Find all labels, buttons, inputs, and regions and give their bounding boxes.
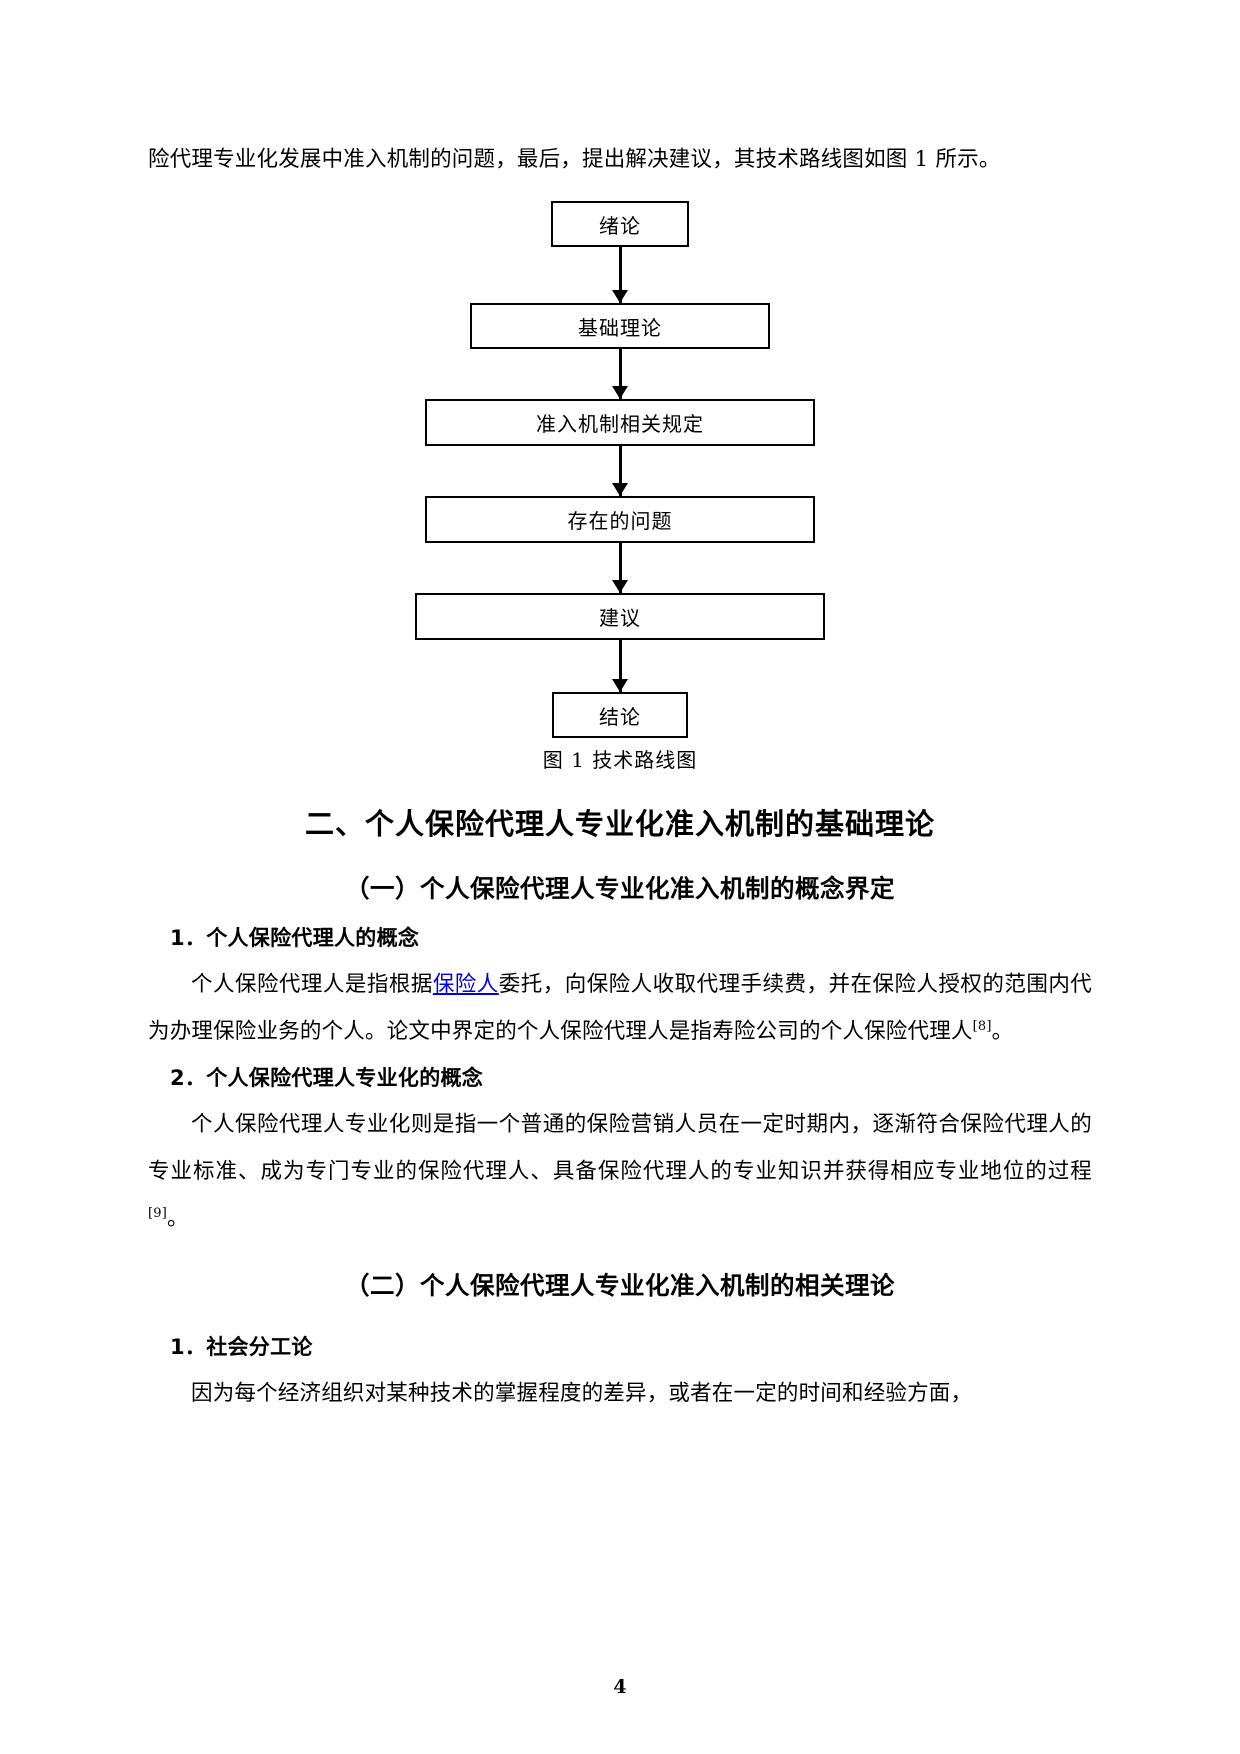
paragraph-text-part-1: 个人保险代理人是指根据 <box>191 972 433 997</box>
paragraph-text-part-2: 委托，向保险人收取代理手续费，并在保险人授权的范围内代为办理保险业务的个人。论文… <box>148 972 1093 1044</box>
flow-row-6: 结论 <box>148 692 1092 738</box>
flow-node-suggestions: 建议 <box>415 593 825 640</box>
paragraph-text-part-2: 。 <box>167 1206 189 1231</box>
chapter-heading: 二、个人保险代理人专业化准入机制的基础理论 <box>304 807 935 841</box>
flow-node-label: 绪论 <box>599 213 641 238</box>
flow-node-label: 结论 <box>599 704 641 729</box>
section-heading-one: （一）个人保险代理人专业化准入机制的概念界定 <box>345 874 895 903</box>
arrow-shaft <box>618 247 622 303</box>
flow-node-conclusion: 结论 <box>552 692 688 738</box>
flow-arrow-3 <box>148 446 1092 496</box>
arrow-head-icon <box>612 679 628 692</box>
arrow-shaft <box>618 349 622 399</box>
flow-row-2: 基础理论 <box>148 303 1092 349</box>
flow-node-existing-problems: 存在的问题 <box>425 496 815 543</box>
citation-marker-8: [8] <box>972 1018 992 1034</box>
arrow-head-icon <box>612 386 628 399</box>
flow-row-3: 准入机制相关规定 <box>148 399 1092 446</box>
flow-arrow-2 <box>148 349 1092 399</box>
flow-node-label: 基础理论 <box>578 315 662 340</box>
subsection-heading-2-1: 1．社会分工论 <box>170 1335 313 1359</box>
figure-caption: 图 1 技术路线图 <box>542 748 698 772</box>
flow-arrow-5 <box>148 640 1092 692</box>
paragraph-concept-agent: 个人保险代理人是指根据保险人委托，向保险人收取代理手续费，并在保险人授权的范围内… <box>148 961 1092 1055</box>
flow-node-access-regulations: 准入机制相关规定 <box>425 399 815 446</box>
paragraph-text-part-3: 。 <box>991 1019 1014 1044</box>
intro-paragraph: 险代理专业化发展中准入机制的问题，最后，提出解决建议，其技术路线图如图 1 所示… <box>148 147 1001 172</box>
citation-marker-9: [9] <box>148 1205 168 1221</box>
subsection-heading-1-1: 1．个人保险代理人的概念 <box>170 926 420 950</box>
flow-arrow-1 <box>148 247 1092 303</box>
flow-row-5: 建议 <box>148 593 1092 640</box>
flow-node-label: 建议 <box>599 606 641 630</box>
arrow-head-icon <box>612 580 628 593</box>
arrow-head-icon <box>612 483 628 496</box>
flow-arrow-4 <box>148 543 1092 593</box>
flow-node-label: 存在的问题 <box>567 509 673 533</box>
flow-row-1: 绪论 <box>148 201 1092 247</box>
paragraph-text-part-1: 个人保险代理人专业化则是指一个普通的保险营销人员在一定时期内，逐渐符合保险代理人… <box>148 1112 1092 1184</box>
page-content: 险代理专业化发展中准入机制的问题，最后，提出解决建议，其技术路线图如图 1 所示… <box>148 0 1092 1417</box>
flow-node-label: 准入机制相关规定 <box>536 412 704 436</box>
subsection-heading-1-2: 2．个人保险代理人专业化的概念 <box>170 1066 484 1090</box>
arrow-shaft <box>618 446 622 496</box>
flow-node-basic-theory: 基础理论 <box>470 303 770 349</box>
page-number: 4 <box>613 1676 627 1698</box>
arrow-shaft <box>618 640 622 692</box>
arrow-head-icon <box>612 290 628 303</box>
section-heading-two: （二）个人保险代理人专业化准入机制的相关理论 <box>345 1271 895 1300</box>
technical-roadmap-figure: 绪论 基础理论 准入机制相关规定 <box>148 183 1092 773</box>
flow-row-4: 存在的问题 <box>148 496 1092 543</box>
arrow-shaft <box>618 543 622 593</box>
paragraph-division-of-labor: 因为每个经济组织对某种技术的掌握程度的差异，或者在一定的时间和经验方面， <box>191 1381 973 1406</box>
paragraph-concept-professionalization: 个人保险代理人专业化则是指一个普通的保险营销人员在一定时期内，逐渐符合保险代理人… <box>148 1101 1092 1242</box>
insurer-link[interactable]: 保险人 <box>432 972 499 997</box>
flow-node-introduction: 绪论 <box>551 201 689 247</box>
